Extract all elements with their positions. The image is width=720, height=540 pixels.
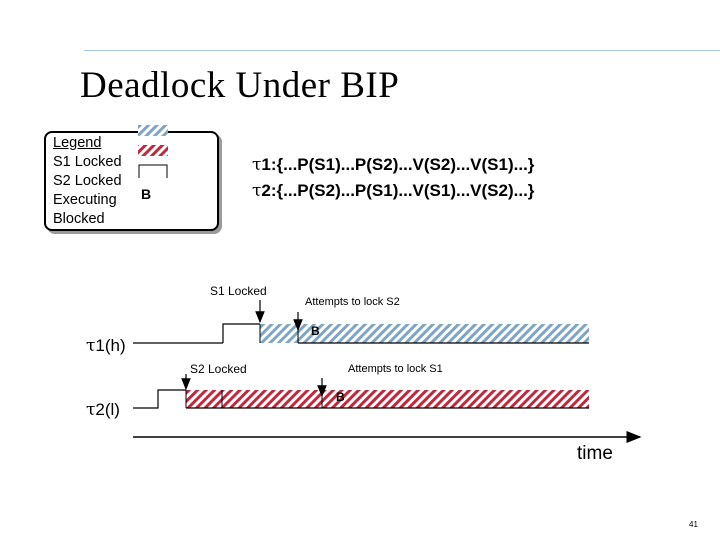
task2-blocked-mark: B bbox=[336, 390, 345, 404]
tau-symbol: τ bbox=[86, 400, 96, 420]
legend-blocked-label: Blocked bbox=[53, 211, 105, 227]
s1-locked-annotation: S1 Locked bbox=[210, 284, 267, 298]
s2-locked-annotation: S2 Locked bbox=[190, 362, 247, 376]
legend-s2-swatch bbox=[138, 145, 168, 156]
task1-timeline-label: τ1(h) bbox=[86, 336, 126, 356]
legend-box bbox=[44, 131, 219, 231]
time-axis-label: time bbox=[577, 443, 613, 464]
task1-priority: 1(h) bbox=[95, 336, 126, 355]
task2-text: 2:{...P(S2)...P(S1)...V(S1)...V(S2)...} bbox=[261, 181, 535, 200]
task1-s1-locked-block bbox=[260, 324, 298, 343]
task2-preempted-block bbox=[222, 390, 322, 408]
legend-s2-label: S2 Locked bbox=[53, 173, 122, 189]
task2-description: τ2:{...P(S2)...P(S1)...V(S1)...V(S2)...} bbox=[252, 181, 534, 201]
tau-symbol: τ bbox=[252, 155, 262, 175]
task2-s2-locked-block bbox=[186, 390, 222, 408]
task1-executing-block bbox=[222, 323, 260, 343]
task2-blocked-block bbox=[322, 390, 589, 408]
attempt-s2-annotation: Attempts to lock S2 bbox=[305, 296, 400, 308]
legend-executing-swatch bbox=[138, 164, 168, 178]
task1-blocked-block bbox=[298, 324, 589, 343]
tau-symbol: τ bbox=[252, 181, 262, 201]
attempt-s1-annotation: Attempts to lock S1 bbox=[348, 363, 443, 375]
task1-blocked-mark: B bbox=[311, 324, 320, 338]
slide-title: Deadlock Under BIP bbox=[80, 65, 400, 106]
legend-s1-label: S1 Locked bbox=[53, 154, 122, 170]
task2-priority: 2(l) bbox=[95, 400, 120, 419]
task2-timeline-label: τ2(l) bbox=[86, 400, 120, 420]
task1-description: τ1:{...P(S1)...P(S2)...V(S2)...V(S1)...} bbox=[252, 155, 534, 175]
legend-heading: Legend bbox=[53, 135, 102, 151]
task1-text: 1:{...P(S1)...P(S2)...V(S2)...V(S1)...} bbox=[261, 155, 535, 174]
legend-blocked-mark: B bbox=[141, 186, 151, 202]
page-number: 41 bbox=[689, 520, 698, 529]
task2-idle-line bbox=[133, 389, 186, 409]
tau-symbol: τ bbox=[86, 336, 96, 356]
header-rule bbox=[84, 50, 720, 51]
legend-executing-label: Executing bbox=[53, 192, 117, 208]
legend-s1-swatch bbox=[138, 125, 168, 136]
